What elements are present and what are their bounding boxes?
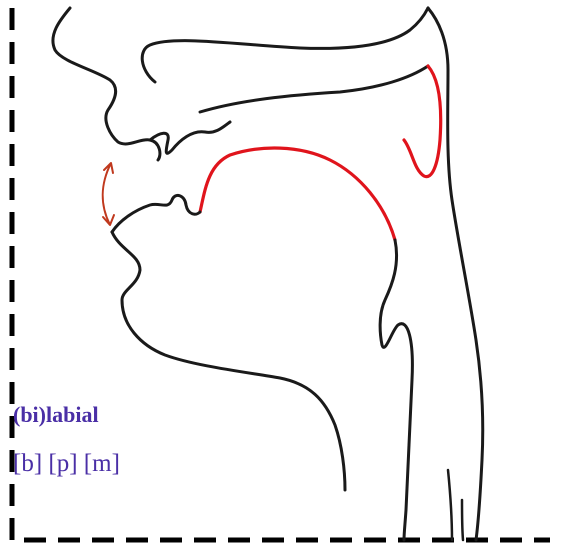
phoneme-examples: [b] [p] [m] (13, 451, 120, 476)
lower-lip-outline (112, 195, 200, 232)
palate-outline (200, 66, 428, 112)
trachea-outline (448, 470, 463, 540)
nasal-cavity-outline (142, 8, 428, 82)
tongue-highlight (200, 148, 395, 240)
velum-highlight (404, 66, 441, 177)
nose-outline (53, 8, 160, 160)
tongue-back-outline (380, 240, 412, 540)
chin-outline (112, 232, 345, 490)
lip-closure-arrow (103, 163, 114, 225)
upper-teeth-outline (150, 122, 230, 153)
place-of-articulation-label: (bi)labial (13, 404, 99, 426)
